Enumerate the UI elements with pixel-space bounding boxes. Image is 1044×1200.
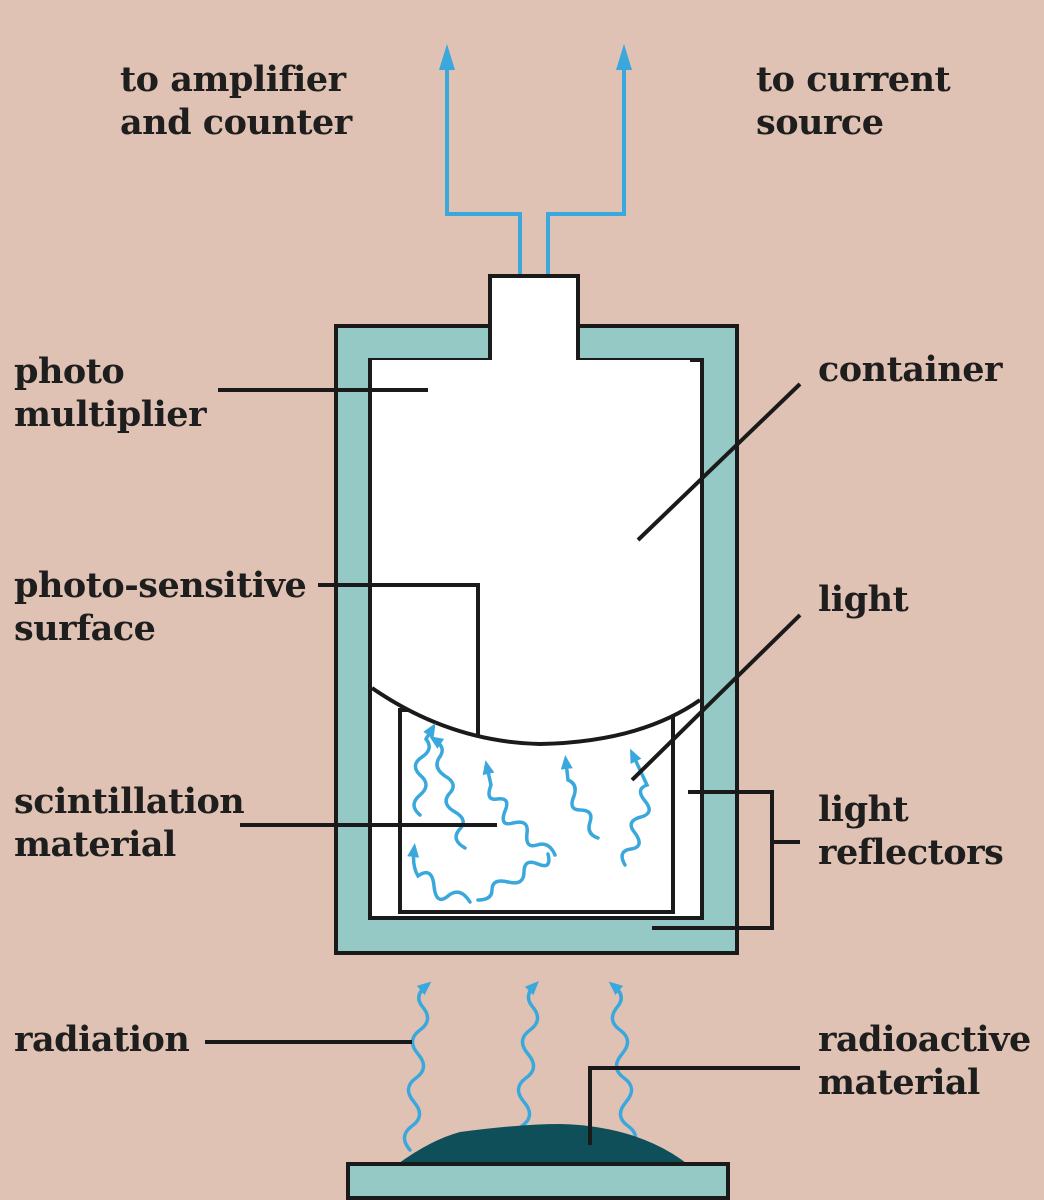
photo-multiplier-tube [372,276,690,728]
label-line: photo [14,351,125,392]
label-photo-multiplier: photo multiplier [14,350,207,436]
wire-to-amplifier [445,58,522,276]
label-line: to current [756,59,951,100]
label-line: material [14,824,176,865]
light-rays [407,722,651,904]
arrow-up-current-source [616,44,632,70]
label-line: light [818,579,909,620]
label-scintillation-material: scintillation material [14,780,245,866]
label-photo-sensitive-surface: photo-sensitive surface [14,564,307,650]
label-line: source [756,102,884,143]
radioactive-material [395,1124,690,1166]
arrow-up-amplifier [439,44,455,70]
label-line: reflectors [818,832,1004,873]
label-line: light [818,789,909,830]
wire-to-current-source [546,58,626,276]
label-to-current-source: to current source [756,58,951,144]
label-line: scintillation [14,781,245,822]
output-wires [445,58,626,276]
leader-radioactive-material [588,1066,800,1145]
label-radioactive-material: radioactive material [818,1018,1031,1104]
label-line: photo-sensitive [14,565,307,606]
label-line: surface [14,608,156,649]
leader-photo-sensitive-surface [318,583,480,735]
leader-light [630,613,802,782]
sample-base [346,1162,730,1200]
label-container: container [818,348,1002,391]
label-line: multiplier [14,394,207,435]
label-light-reflectors: light reflectors [818,788,1004,874]
leader-light-reflectors [652,790,774,930]
label-line: radioactive [818,1019,1031,1060]
label-line: container [818,349,1002,390]
photo-sensitive-surface [370,686,702,747]
label-to-amplifier-and-counter: to amplifier and counter [120,58,352,144]
leader-lines [205,382,802,1145]
label-light: light [818,578,909,621]
leader-container [636,382,802,542]
label-line: material [818,1062,980,1103]
label-line: and counter [120,102,352,143]
label-line: radiation [14,1019,190,1060]
label-line: to amplifier [120,59,346,100]
label-radiation: radiation [14,1018,190,1061]
